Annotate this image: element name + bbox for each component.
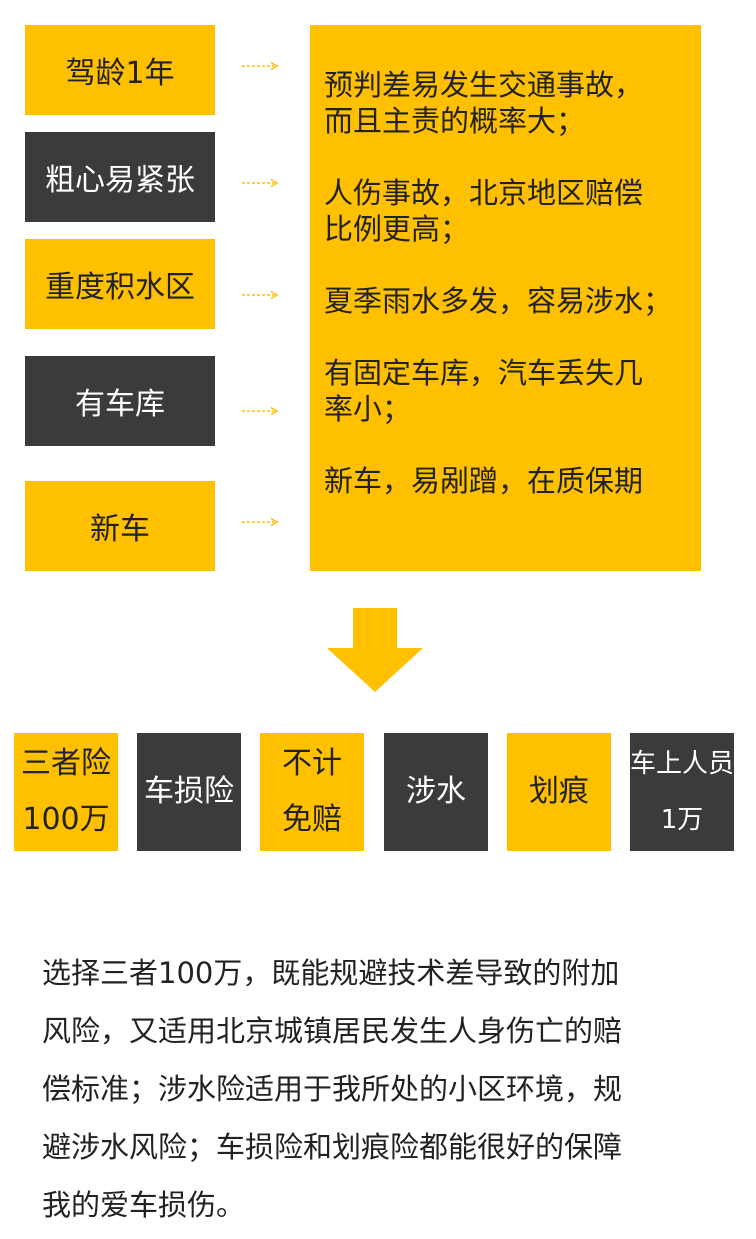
coverage-no-deductible: 不计 免赔 <box>260 733 364 851</box>
factor-box-garage: 有车库 <box>25 356 215 446</box>
reason-line: 率小； <box>324 392 412 426</box>
coverage-label: 车损险 <box>144 774 234 809</box>
coverage-label: 三者险 <box>21 746 111 781</box>
reason-item: 夏季雨水多发，容易涉水； <box>324 283 701 319</box>
factor-label: 新车 <box>90 512 150 547</box>
coverage-scratch: 划痕 <box>507 733 611 851</box>
factor-box-flood-zone: 重度积水区 <box>25 239 215 329</box>
dashed-arrow-icon <box>242 517 280 527</box>
coverage-label: 车上人员 <box>630 749 735 779</box>
reasons-panel: 预判差易发生交通事故， 而且主责的概率大； 人伤事故，北京地区赔偿 比例更高； … <box>310 25 701 571</box>
coverage-label: 100万 <box>22 802 110 837</box>
factor-label: 粗心易紧张 <box>45 163 195 198</box>
down-arrow-icon <box>325 608 425 692</box>
summary-line: 选择三者100万，既能规避技术差导致的附加 <box>42 956 620 990</box>
factor-box-careless: 粗心易紧张 <box>25 132 215 222</box>
coverage-third-party: 三者险 100万 <box>14 733 118 851</box>
reason-item: 预判差易发生交通事故， 而且主责的概率大； <box>324 67 701 139</box>
coverage-label: 划痕 <box>529 774 589 809</box>
summary-paragraph: 选择三者100万，既能规避技术差导致的附加 风险，又适用北京城镇居民发生人身伤亡… <box>42 944 722 1234</box>
coverage-wading: 涉水 <box>384 733 488 851</box>
reason-line: 人伤事故，北京地区赔偿 <box>324 176 644 210</box>
dashed-arrow-icon <box>242 406 280 416</box>
coverage-label: 1万 <box>660 805 704 835</box>
dashed-arrow-icon <box>242 178 280 188</box>
reason-line: 比例更高； <box>324 212 470 246</box>
coverage-label: 不计 <box>282 746 342 781</box>
coverage-passenger: 车上人员 1万 <box>630 733 734 851</box>
coverage-label: 免赔 <box>282 802 342 837</box>
reason-line: 新车，易剐蹭，在质保期 <box>324 464 644 498</box>
reason-line: 预判差易发生交通事故， <box>324 68 644 102</box>
factor-label: 有车库 <box>75 387 165 422</box>
summary-line: 风险，又适用北京城镇居民发生人身伤亡的赔 <box>42 1014 623 1048</box>
reason-item: 有固定车库，汽车丢失几 率小； <box>324 355 701 427</box>
factor-box-new-car: 新车 <box>25 481 215 571</box>
factor-label: 驾龄1年 <box>65 56 175 91</box>
reason-item: 人伤事故，北京地区赔偿 比例更高； <box>324 175 701 247</box>
coverage-label: 涉水 <box>406 774 466 809</box>
factor-box-driving-age: 驾龄1年 <box>25 25 215 115</box>
reason-item: 新车，易剐蹭，在质保期 <box>324 463 701 499</box>
reason-line: 有固定车库，汽车丢失几 <box>324 356 644 390</box>
coverage-vehicle-damage: 车损险 <box>137 733 241 851</box>
dashed-arrow-icon <box>242 61 280 71</box>
summary-line: 我的爱车损伤。 <box>42 1188 246 1222</box>
summary-line: 偿标准；涉水险适用于我所处的小区环境，规 <box>42 1072 623 1106</box>
factor-label: 重度积水区 <box>45 270 195 305</box>
reason-line: 夏季雨水多发，容易涉水； <box>324 284 673 318</box>
reason-line: 而且主责的概率大； <box>324 104 586 138</box>
summary-line: 避涉水风险；车损险和划痕险都能很好的保障 <box>42 1130 623 1164</box>
dashed-arrow-icon <box>242 290 280 300</box>
